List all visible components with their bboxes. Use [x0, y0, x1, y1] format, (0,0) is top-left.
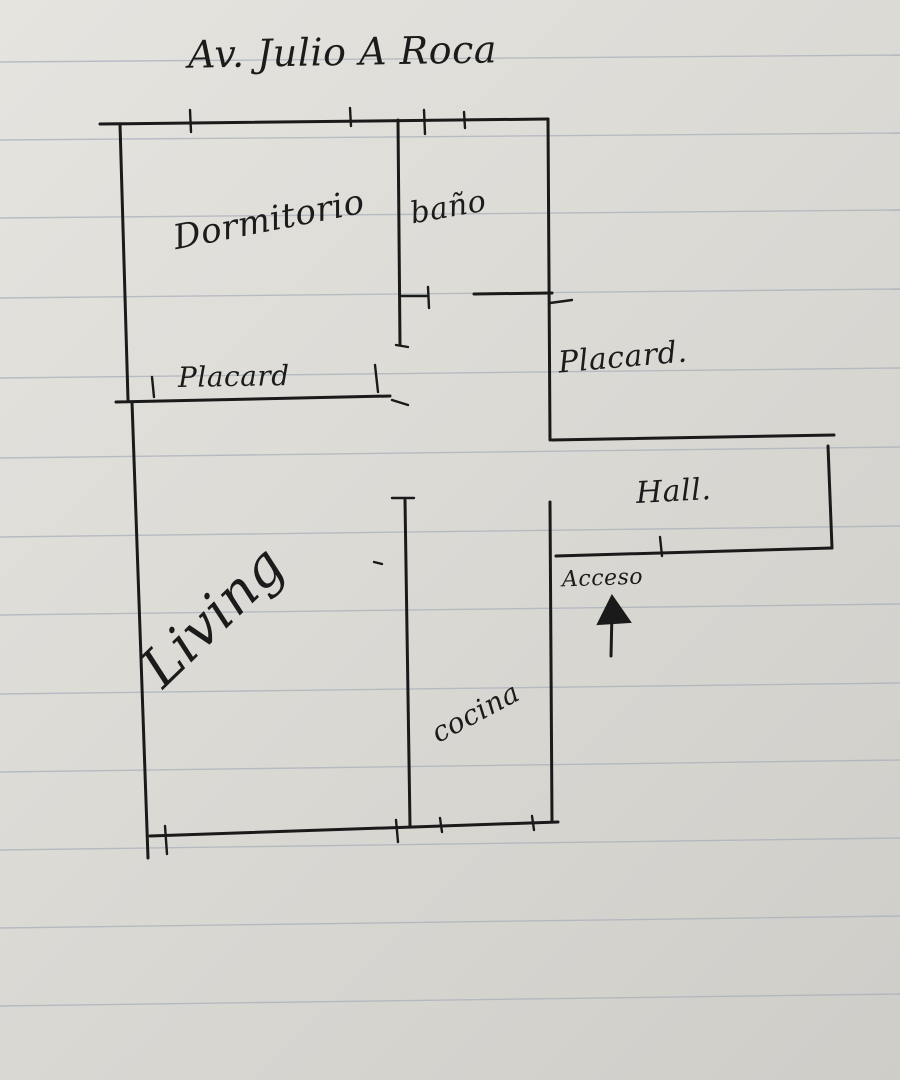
bedroom-bath-divider	[396, 118, 402, 347]
bottom-wall	[148, 820, 560, 838]
left-wall-upper	[118, 122, 130, 402]
hall-bottom-wall	[554, 546, 834, 558]
closet-label-bedroom: Placard	[177, 359, 290, 394]
entry-arrow-icon	[596, 594, 632, 658]
entry-label: Acceso	[561, 564, 644, 593]
bedroom-closet-line	[114, 394, 392, 404]
walls	[98, 106, 836, 860]
hall-top-wall	[550, 433, 836, 442]
ruled-lines	[0, 54, 900, 1007]
kitchen-left-wall	[403, 498, 412, 828]
room-label-hall: Hall.	[635, 472, 713, 511]
left-wall-lower	[130, 400, 150, 860]
top-wall	[98, 117, 550, 126]
bath-bottom-right	[472, 291, 554, 296]
hall-right-wall	[826, 444, 834, 550]
kitchen-right-wall	[548, 500, 554, 824]
street-label: Av. Julio A Roca	[187, 27, 498, 77]
right-wall-upper	[546, 117, 552, 442]
